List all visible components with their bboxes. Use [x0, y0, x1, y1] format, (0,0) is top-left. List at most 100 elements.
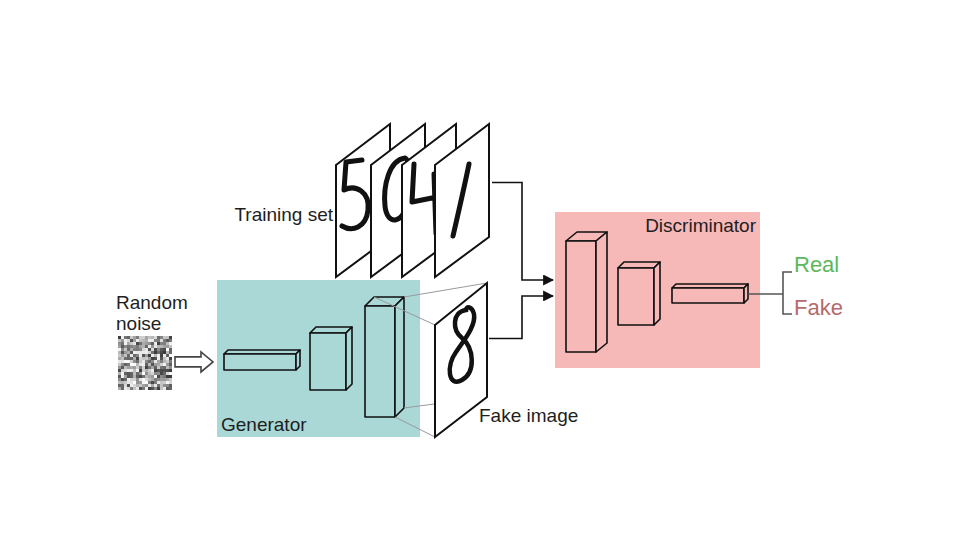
- noise-pixel: [163, 357, 166, 360]
- noise-pixel: [163, 387, 166, 390]
- noise-pixel: [121, 342, 124, 345]
- noise-pixel: [154, 336, 157, 339]
- noise-pixel: [145, 366, 148, 369]
- noise-pixel: [118, 369, 121, 372]
- noise-pixel: [148, 363, 151, 366]
- noise-pixel: [127, 342, 130, 345]
- noise-pixel: [136, 381, 139, 384]
- noise-pixel: [133, 336, 136, 339]
- noise-pixel: [154, 366, 157, 369]
- noise-pixel: [136, 354, 139, 357]
- noise-pixel: [151, 345, 154, 348]
- fake-image-frame: [435, 283, 487, 437]
- noise-pixel: [136, 351, 139, 354]
- noise-pixel: [166, 345, 169, 348]
- noise-pixel: [136, 372, 139, 375]
- noise-pixel: [142, 351, 145, 354]
- noise-pixel: [133, 375, 136, 378]
- noise-pixel: [139, 366, 142, 369]
- noise-pixel: [148, 375, 151, 378]
- noise-pixel: [121, 384, 124, 387]
- noise-pixel: [169, 387, 172, 390]
- noise-pixel: [151, 378, 154, 381]
- noise-pixel: [154, 348, 157, 351]
- noise-pixel: [127, 348, 130, 351]
- noise-pixel: [118, 372, 121, 375]
- noise-pixel: [169, 375, 172, 378]
- noise-pixel: [157, 372, 160, 375]
- noise-pixel: [142, 339, 145, 342]
- noise-pixel: [151, 354, 154, 357]
- noise-pixel: [169, 342, 172, 345]
- noise-pixel: [133, 387, 136, 390]
- noise-pixel: [157, 336, 160, 339]
- noise-pixel: [142, 357, 145, 360]
- noise-pixel: [124, 381, 127, 384]
- noise-pixel: [139, 348, 142, 351]
- noise-pixel: [160, 369, 163, 372]
- noise-pixel: [142, 360, 145, 363]
- noise-pixel: [130, 351, 133, 354]
- noise-pixel: [145, 375, 148, 378]
- noise-pixel: [142, 354, 145, 357]
- noise-pixel: [160, 342, 163, 345]
- noise-pixel: [163, 339, 166, 342]
- noise-pixel: [151, 366, 154, 369]
- noise-pixel: [151, 384, 154, 387]
- noise-pixel: [163, 336, 166, 339]
- noise-pixel: [130, 348, 133, 351]
- noise-pixel: [118, 345, 121, 348]
- noise-pixel: [130, 375, 133, 378]
- noise-pixel: [145, 363, 148, 366]
- noise-pixel: [154, 372, 157, 375]
- noise-pixel: [127, 354, 130, 357]
- noise-pixel: [166, 354, 169, 357]
- noise-pixel: [169, 363, 172, 366]
- noise-pixel: [154, 387, 157, 390]
- noise-pixel: [133, 363, 136, 366]
- noise-pixel: [139, 372, 142, 375]
- node-label: Random noise: [116, 292, 206, 334]
- node-label: Generator: [221, 414, 307, 435]
- noise-pixel: [163, 354, 166, 357]
- noise-pixel: [154, 363, 157, 366]
- noise-pixel: [133, 369, 136, 372]
- noise-pixel: [160, 375, 163, 378]
- noise-pixel: [121, 360, 124, 363]
- noise-pixel: [160, 348, 163, 351]
- noise-pixel: [154, 384, 157, 387]
- noise-pixel: [160, 387, 163, 390]
- noise-pixel: [151, 381, 154, 384]
- noise-pixel: [142, 336, 145, 339]
- noise-pixel: [139, 363, 142, 366]
- noise-pixel: [163, 345, 166, 348]
- noise-pixel: [136, 369, 139, 372]
- noise-pixel: [151, 342, 154, 345]
- noise-pixel: [142, 378, 145, 381]
- noise-pixel: [124, 336, 127, 339]
- noise-pixel: [136, 342, 139, 345]
- noise-pixel: [124, 339, 127, 342]
- output-bracket: [748, 272, 792, 314]
- noise-pixel: [166, 342, 169, 345]
- noise-pixel: [133, 351, 136, 354]
- noise-pixel: [166, 363, 169, 366]
- noise-pixel: [118, 348, 121, 351]
- noise-pixel: [157, 378, 160, 381]
- noise-pixel: [148, 372, 151, 375]
- noise-pixel: [169, 369, 172, 372]
- noise-pixel: [127, 336, 130, 339]
- noise-pixel: [130, 336, 133, 339]
- noise-pixel: [124, 354, 127, 357]
- noise-pixel: [139, 369, 142, 372]
- noise-pixel: [160, 336, 163, 339]
- noise-pixel: [142, 345, 145, 348]
- noise-pixel: [163, 369, 166, 372]
- noise-pixel: [121, 381, 124, 384]
- noise-pixel: [118, 342, 121, 345]
- noise-pixel: [148, 351, 151, 354]
- noise-pixel: [136, 375, 139, 378]
- noise-pixel: [127, 363, 130, 366]
- noise-pixel: [157, 369, 160, 372]
- noise-pixel: [127, 339, 130, 342]
